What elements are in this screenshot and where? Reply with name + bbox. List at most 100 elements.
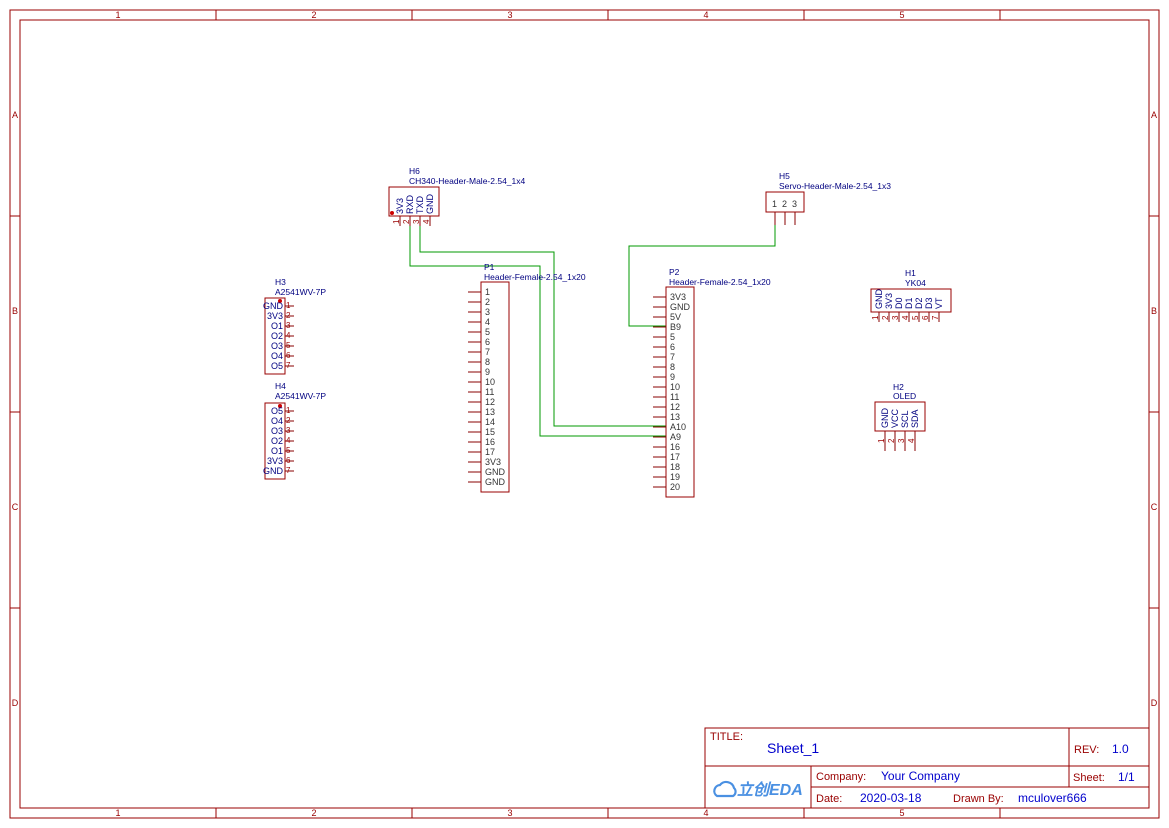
title-label: TITLE: (710, 731, 743, 743)
pin-label: 2 (485, 297, 490, 307)
pin-label: 5 (670, 332, 675, 342)
pin-label: A10 (670, 422, 686, 432)
pin-number: 1 (877, 438, 886, 443)
components: H6CH340-Header-Male-2.54_1x43V31RXD2TXD3… (263, 166, 952, 498)
grid-column-label: 1 (115, 808, 120, 818)
pin-name: D2 (914, 297, 924, 309)
grid-column-label: 3 (507, 10, 512, 20)
pin-name: D1 (904, 297, 914, 309)
component-p2[interactable]: P2Header-Female-2.54_1x203V3GND5VB956789… (653, 267, 771, 498)
pin-label: A9 (670, 432, 681, 442)
pin-number: 2 (286, 416, 291, 425)
pin-number: 3 (891, 315, 900, 320)
pin-number: 5 (911, 315, 920, 320)
pin-label: 8 (485, 357, 490, 367)
pin-number: 2 (881, 315, 890, 320)
pin-name: D0 (894, 297, 904, 309)
component-value: A2541WV-7P (275, 287, 326, 297)
pin-label: 10 (670, 382, 680, 392)
date-label: Date: (816, 793, 842, 805)
component-h6[interactable]: H6CH340-Header-Male-2.54_1x43V31RXD2TXD3… (388, 166, 526, 226)
wire-h5-pin1-to-p2-b9 (628, 213, 776, 327)
cloud-icon (713, 780, 737, 798)
pin-name: O3 (271, 341, 283, 351)
pin-number: 7 (286, 466, 291, 475)
grid-row-label: C (1151, 502, 1158, 512)
pin-label: 19 (670, 472, 680, 482)
grid-row-label: D (12, 698, 19, 708)
pin-number: 4 (286, 331, 291, 340)
pin-name: O1 (271, 321, 283, 331)
pin-name: GND (263, 301, 284, 311)
pin-name: O1 (271, 446, 283, 456)
pin-label: 1 (485, 287, 490, 297)
pin-name: RXD (405, 194, 415, 214)
wire-h6-txd-to-p2-a10 (419, 222, 666, 427)
wires (409, 213, 776, 437)
pin-label: 5V (670, 312, 681, 322)
grid-column-label: 5 (899, 808, 904, 818)
component-ref: P1 (484, 262, 495, 272)
component-value: OLED (893, 391, 916, 401)
pin-name: VT (934, 297, 944, 309)
pin-label: 18 (670, 462, 680, 472)
pin-number: 1 (286, 406, 291, 415)
logo-text: 立创EDA (737, 781, 803, 799)
pin-number: 1 (871, 315, 880, 320)
pin-name: O2 (271, 331, 283, 341)
drawn-by-label: Drawn By: (953, 793, 1004, 805)
pin-name: SDA (910, 409, 920, 428)
pin-number: 4 (422, 219, 431, 224)
pin-label: 11 (670, 392, 679, 402)
drawn-by-value: mculover666 (1018, 791, 1087, 805)
company-value: Your Company (881, 769, 960, 783)
pin-number: 4 (286, 436, 291, 445)
pin-number: 5 (286, 341, 291, 350)
title-block: TITLE: Sheet_1 REV: 1.0 立创EDA Company: Y… (704, 727, 1150, 809)
grid-column-label: 3 (507, 808, 512, 818)
pin-label: 17 (485, 447, 495, 457)
pin-label: 4 (485, 317, 490, 327)
pin-label: 16 (670, 442, 680, 452)
pin-number: 1 (286, 301, 291, 310)
component-value: Header-Female-2.54_1x20 (669, 277, 771, 287)
component-value: A2541WV-7P (275, 391, 326, 401)
grid-row-label: A (1151, 110, 1157, 120)
component-value: Header-Female-2.54_1x20 (484, 272, 586, 282)
pin-name: O4 (271, 351, 283, 361)
pin-number: 3 (792, 199, 797, 209)
pin-label: 12 (485, 397, 495, 407)
pin-label: B9 (670, 322, 681, 332)
pin-label: 7 (670, 352, 675, 362)
component-value: YK04 (905, 278, 926, 288)
pin-label: 14 (485, 417, 495, 427)
sheet-title: Sheet_1 (767, 740, 819, 756)
pin-number: 1 (772, 199, 777, 209)
pin-name: O5 (271, 361, 283, 371)
pin-label: 5 (485, 327, 490, 337)
pin-label: 3V3 (670, 292, 686, 302)
sheet-label: Sheet: (1073, 772, 1105, 784)
pin-number: 2 (402, 219, 411, 224)
pin-name: GND (880, 408, 890, 429)
pin-name: D3 (924, 297, 934, 309)
pin-number: 2 (887, 438, 896, 443)
pin-number: 6 (286, 351, 291, 360)
pin-name: VCC (890, 408, 900, 428)
pin-label: 7 (485, 347, 490, 357)
pin-label: 6 (485, 337, 490, 347)
grid-column-label: 5 (899, 10, 904, 20)
component-ref: H6 (409, 166, 420, 176)
grid-column-label: 2 (311, 808, 316, 818)
pin-label: 10 (485, 377, 495, 387)
pin-label: 12 (670, 402, 680, 412)
component-p1[interactable]: P1Header-Female-2.54_1x20123456789101112… (468, 262, 586, 493)
pin-label: 20 (670, 482, 680, 492)
outer-border (9, 9, 1160, 819)
grid-column-label: 1 (115, 10, 120, 20)
